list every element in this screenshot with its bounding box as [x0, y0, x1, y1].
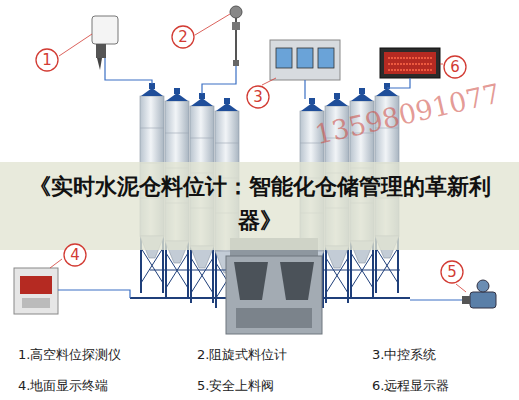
callout-number: 1: [35, 48, 59, 72]
callout-ring: [247, 86, 269, 108]
title-text: 《实时水泥仓料位计：智能化仓储管理的革新利器》: [18, 170, 501, 238]
legend-item: 1.高空料位探测仪: [18, 346, 121, 364]
legend-item: 3.中控系统: [372, 346, 436, 364]
callout-ring: [441, 261, 463, 283]
callout-circle: 1: [35, 48, 59, 72]
callout-ring: [444, 56, 466, 78]
callout-circle: 5: [440, 260, 464, 284]
legend-item: 5.安全上料阀: [197, 377, 274, 395]
callout-ring: [172, 26, 194, 48]
callout-circle: 6: [443, 55, 467, 79]
legend-item: 2.阻旋式料位计: [197, 346, 287, 364]
callout-number: 3: [246, 85, 270, 109]
callout-circle: 3: [246, 85, 270, 109]
callout-number: 4: [63, 243, 87, 267]
callout-number: 6: [443, 55, 467, 79]
callout-ring: [36, 49, 58, 71]
legend-item: 4.地面显示终端: [18, 377, 108, 395]
callout-circle: 4: [63, 243, 87, 267]
callout-circle: 2: [171, 25, 195, 49]
callout-ring: [64, 244, 86, 266]
callout-number: 5: [440, 260, 464, 284]
callout-number: 2: [171, 25, 195, 49]
legend-item: 6.远程显示器: [372, 377, 449, 395]
